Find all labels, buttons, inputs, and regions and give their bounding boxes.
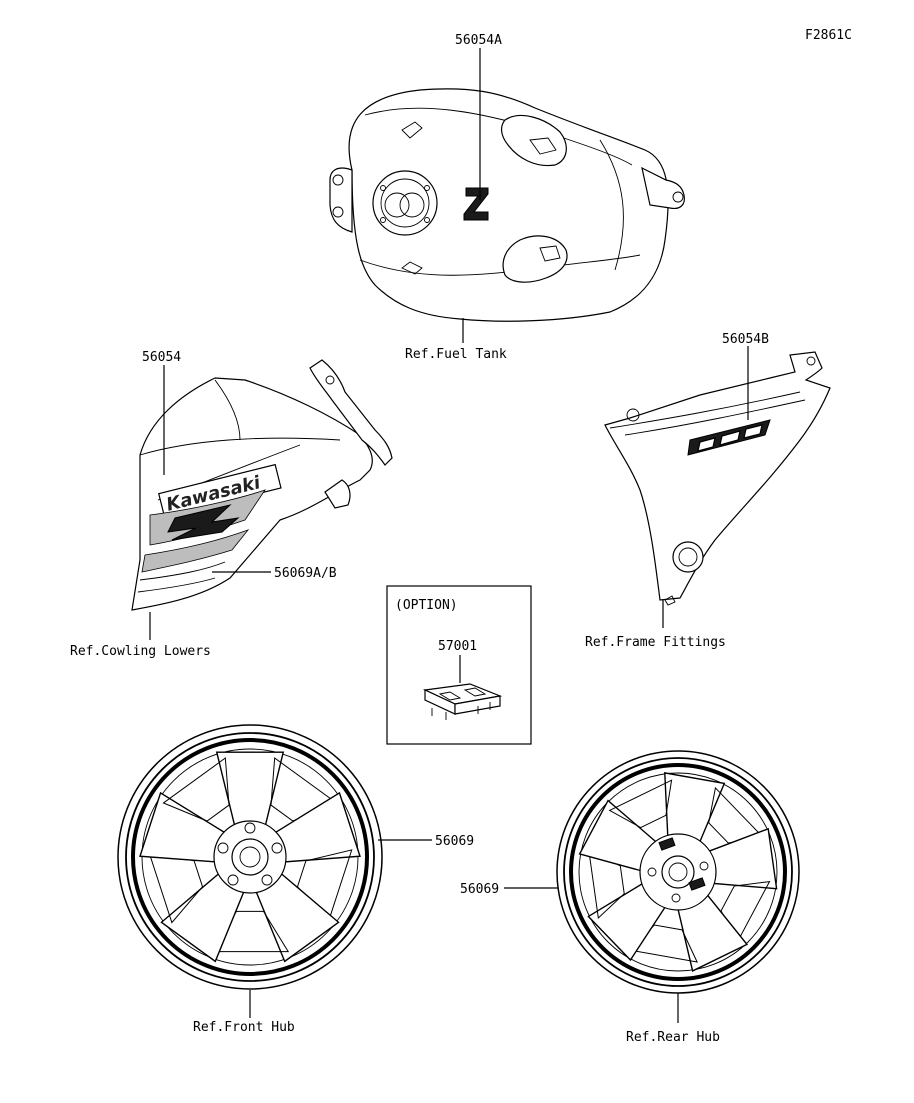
wheel-window bbox=[608, 779, 673, 829]
wheel-window bbox=[588, 848, 625, 920]
part-56069AB: 56069A/B bbox=[274, 566, 337, 581]
rear-wheel-drawing bbox=[556, 750, 800, 994]
figure-id: F2861C bbox=[805, 28, 852, 43]
ref-cowling-lowers: Ref.Cowling Lowers bbox=[70, 644, 211, 659]
ref-frame-fittings: Ref.Frame Fittings bbox=[585, 635, 726, 650]
ref-rear-hub: Ref.Rear Hub bbox=[626, 1030, 720, 1045]
part-56069-front: 56069 bbox=[435, 834, 474, 849]
wheel-window bbox=[162, 757, 230, 822]
wheel-window bbox=[720, 881, 771, 944]
part-56054: 56054 bbox=[142, 350, 181, 365]
ref-fuel-tank: Ref.Fuel Tank bbox=[405, 347, 507, 362]
part-56069-rear: 56069 bbox=[460, 882, 499, 897]
wheel-window bbox=[708, 786, 765, 844]
cowling-lower-drawing: Kawasaki bbox=[131, 359, 393, 611]
frame-fitting-drawing bbox=[604, 351, 831, 606]
part-56054A: 56054A bbox=[455, 33, 502, 48]
option-box: (OPTION) 57001 bbox=[386, 585, 532, 745]
front-wheel-drawing bbox=[117, 724, 383, 990]
part-56054B: 56054B bbox=[722, 332, 769, 347]
part-57001: 57001 bbox=[438, 639, 477, 654]
clip-drawing bbox=[422, 683, 503, 720]
ref-front-hub: Ref.Front Hub bbox=[193, 1020, 295, 1035]
fuel-tank-drawing bbox=[329, 88, 685, 322]
wheel-window bbox=[628, 924, 698, 963]
option-title: (OPTION) bbox=[395, 598, 458, 613]
